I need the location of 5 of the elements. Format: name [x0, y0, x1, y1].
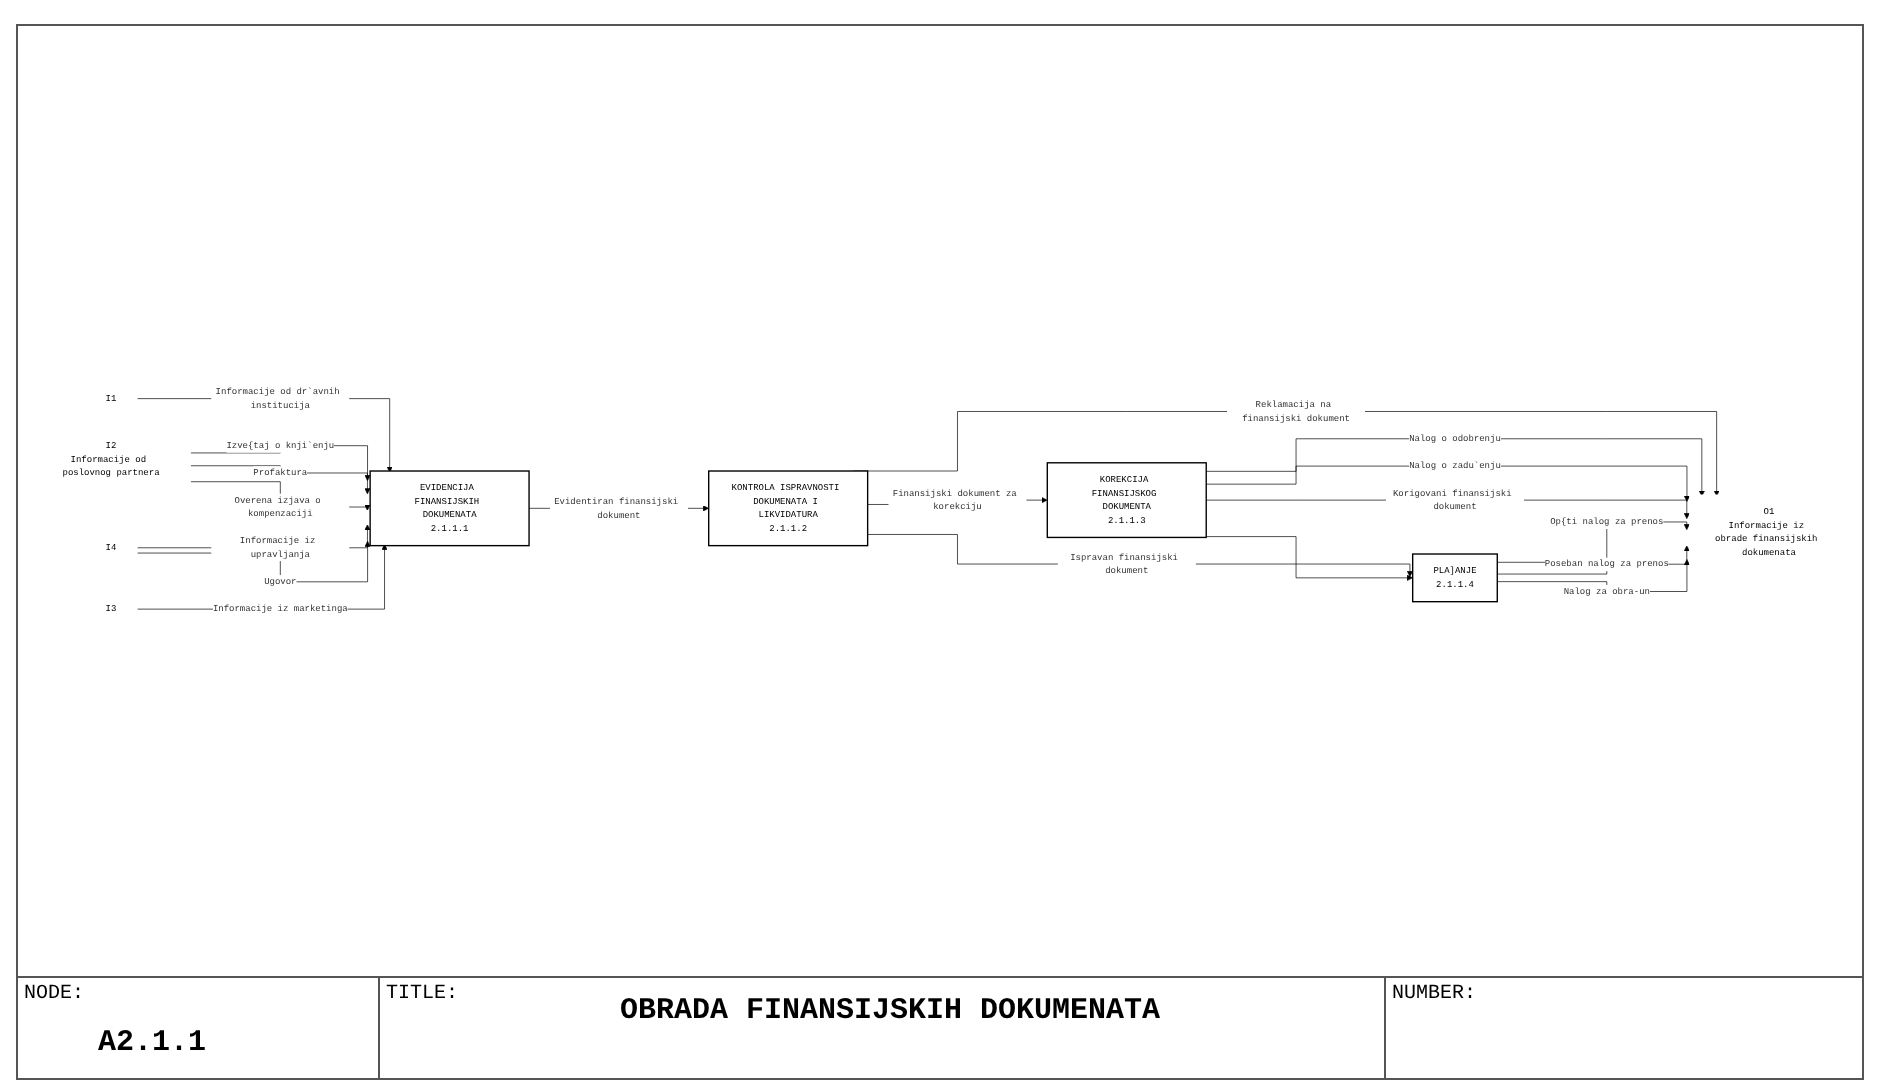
diagram-title: OBRADA FINANSIJSKIH DOKUMENATA — [620, 994, 1161, 1028]
field-caption: NODE: — [24, 984, 85, 1006]
node-number: A2.1.1 — [98, 1026, 207, 1060]
field-caption: TITLE: — [386, 984, 459, 1006]
field-caption: NUMBER: — [1392, 984, 1477, 1006]
